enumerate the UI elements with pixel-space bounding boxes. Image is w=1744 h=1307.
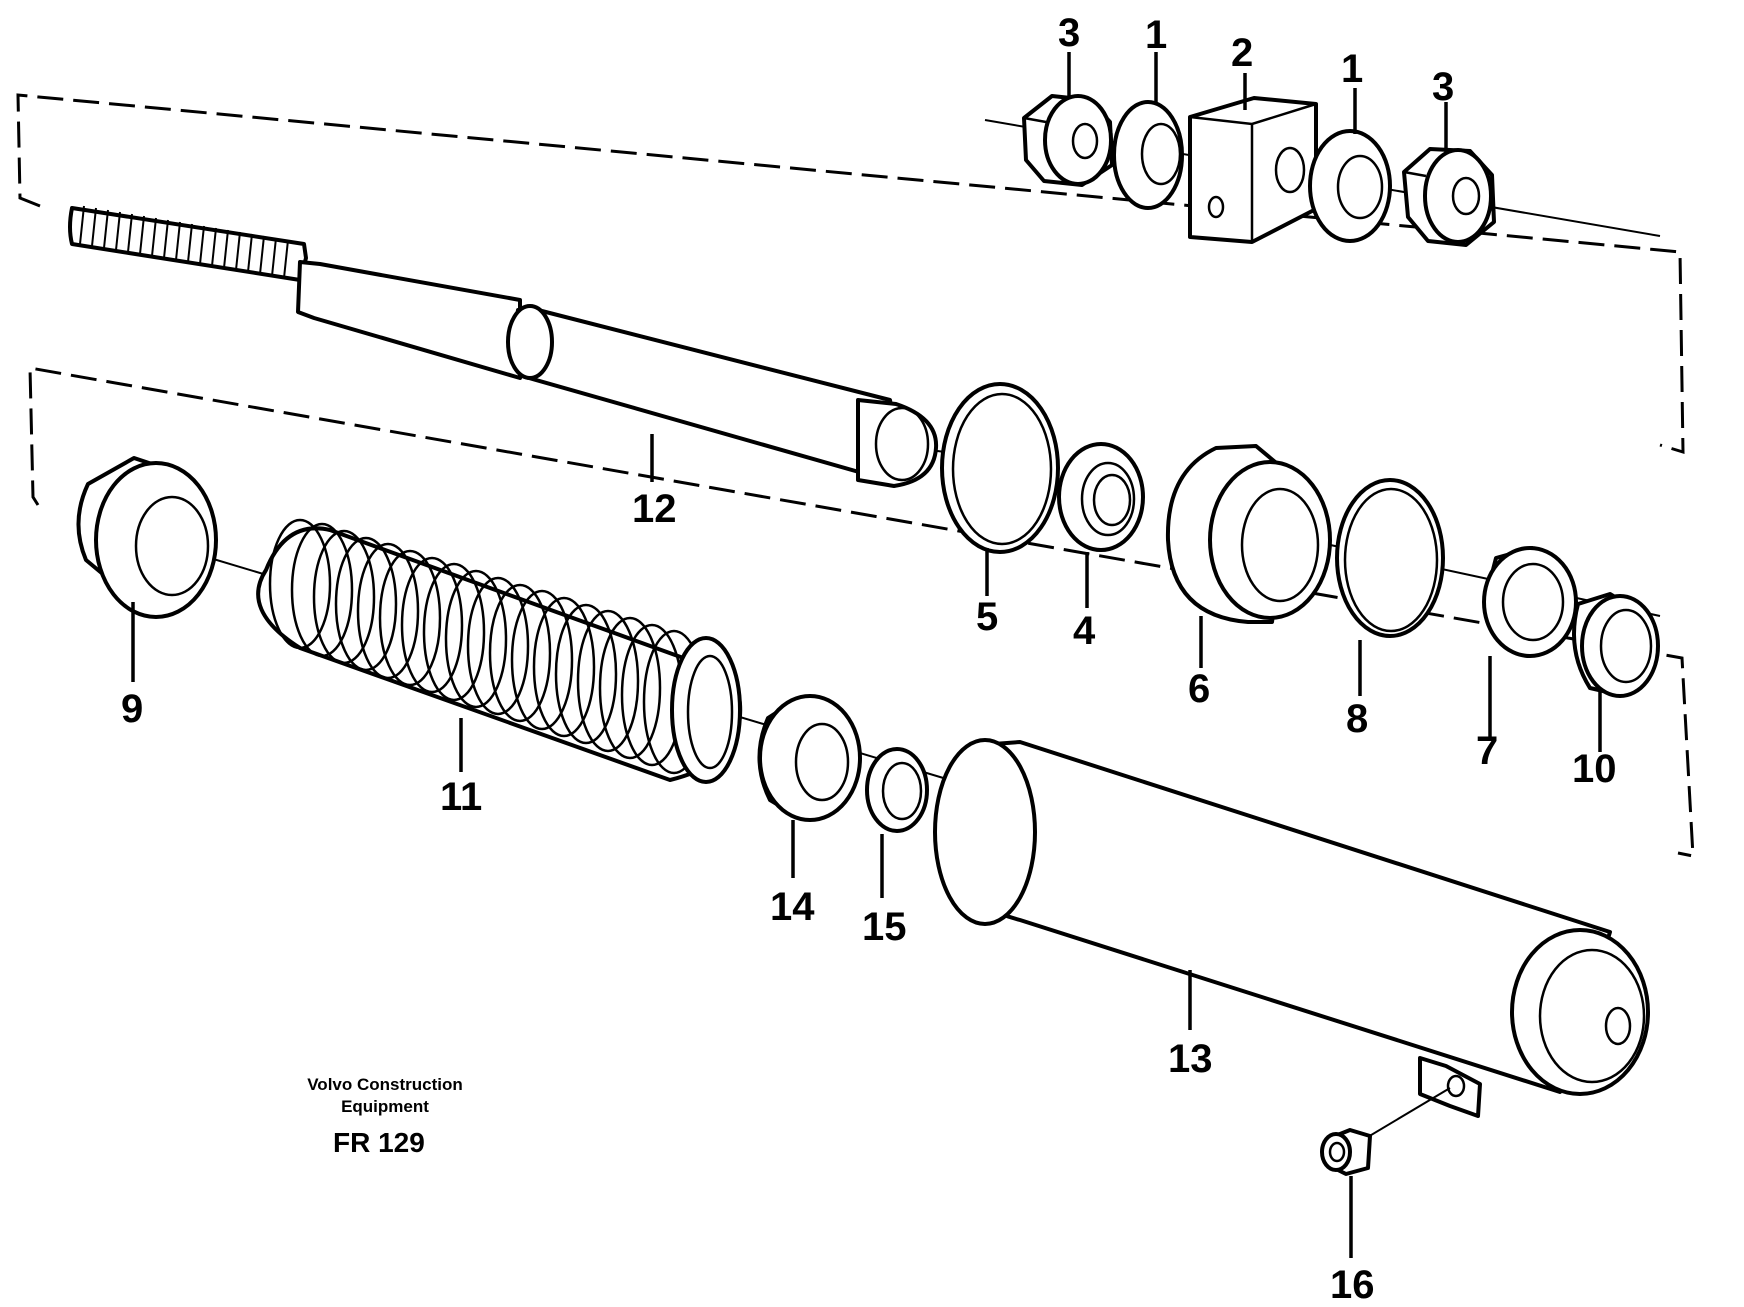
label-part-3-left: 3	[1058, 11, 1080, 55]
rod-seal	[1057, 442, 1145, 552]
label-part-9: 9	[121, 687, 143, 731]
washer-left	[1112, 100, 1184, 210]
hex-nut-left	[1022, 94, 1114, 187]
top-fitting-assembly	[984, 94, 1661, 247]
grease-nipple	[1320, 1087, 1451, 1176]
assembly-bracket-upper	[16, 93, 1685, 455]
label-part-4: 4	[1073, 609, 1096, 653]
caption-division: Equipment	[341, 1097, 429, 1116]
end-cap	[76, 456, 218, 619]
sleeve	[1572, 592, 1660, 698]
label-part-5: 5	[976, 595, 998, 639]
label-part-14: 14	[770, 885, 815, 929]
label-part-1-right: 1	[1341, 47, 1363, 91]
figure-code: FR 129	[333, 1127, 425, 1158]
leader-lines	[131, 52, 1602, 1258]
part-labels: 3 1 2 1 3 12 5 4 6 8 7 10 9 11 14 15 13 …	[121, 11, 1617, 1307]
spring-seat	[757, 694, 862, 822]
piston	[1165, 444, 1332, 624]
small-washer	[865, 747, 929, 833]
label-part-12: 12	[632, 487, 677, 531]
hex-nut-right	[1402, 147, 1496, 247]
bushing	[1482, 546, 1578, 658]
caption-company: Volvo Construction	[307, 1075, 463, 1094]
label-part-13: 13	[1168, 1037, 1213, 1081]
label-part-15: 15	[862, 905, 907, 949]
assembly-bracket-lower	[28, 366, 1695, 858]
middle-row-parts	[940, 382, 1661, 698]
label-part-1-left: 1	[1145, 13, 1167, 57]
compression-spring	[256, 518, 743, 784]
label-part-16: 16	[1330, 1263, 1375, 1307]
o-ring-small	[1335, 478, 1445, 638]
piston-rod	[68, 205, 946, 488]
o-ring-large	[940, 382, 1060, 554]
cylinder-tube	[933, 738, 1650, 1118]
washer-right	[1308, 129, 1392, 243]
lower-row-parts	[76, 456, 951, 833]
label-part-2: 2	[1231, 31, 1253, 75]
block	[1188, 96, 1318, 244]
label-part-10: 10	[1572, 747, 1617, 791]
label-part-3-right: 3	[1432, 65, 1454, 109]
caption: Volvo Construction Equipment FR 129	[307, 1075, 463, 1158]
label-part-8: 8	[1346, 697, 1368, 741]
label-part-11: 11	[440, 775, 482, 819]
label-part-6: 6	[1188, 667, 1210, 711]
label-part-7: 7	[1476, 729, 1498, 773]
